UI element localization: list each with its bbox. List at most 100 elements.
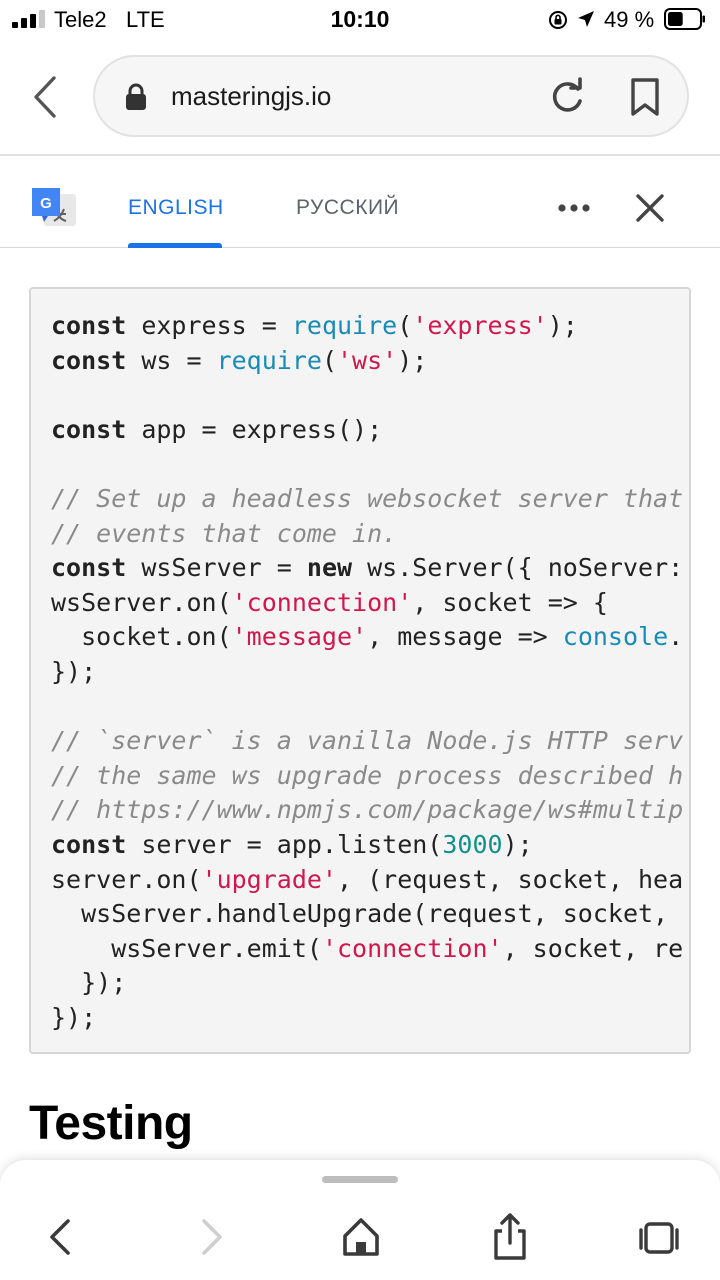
- code-string: 'connection': [321, 933, 503, 963]
- battery-percent: 49 %: [604, 7, 655, 32]
- rotation-lock-icon: [549, 11, 567, 29]
- code-line: const server = app.listen(3000);: [51, 828, 683, 863]
- code-line: socket.on('message', message => console.: [51, 620, 683, 655]
- network-type: LTE: [126, 7, 165, 32]
- code-text: );: [397, 345, 428, 375]
- code-comment: // Set up a headless websocket server th…: [51, 483, 684, 513]
- url-text[interactable]: masteringjs.io: [171, 81, 332, 111]
- status-time: 10:10: [330, 6, 390, 32]
- code-line: const wsServer = new ws.Server({ noServe…: [51, 551, 683, 586]
- code-comment: // `server` is a vanilla Node.js HTTP se…: [51, 726, 684, 756]
- code-function: require: [216, 345, 322, 375]
- code-line: // `server` is a vanilla Node.js HTTP se…: [51, 724, 683, 759]
- code-text: (: [397, 311, 413, 340]
- code-line: const app = express();: [51, 413, 683, 448]
- code-keyword: const: [51, 414, 127, 444]
- code-text: app = express();: [126, 414, 383, 444]
- browser-back-chevron-icon[interactable]: [26, 74, 66, 120]
- code-line: });: [51, 966, 683, 1001]
- code-line: server.on('upgrade', (request, socket, h…: [51, 863, 683, 898]
- code-line: const express = require('express');: [51, 309, 683, 344]
- code-text: wsServer.on(: [51, 587, 232, 617]
- google-translate-icon: G: [32, 188, 76, 226]
- code-text: wsServer.handleUpgrade(request, socket,: [51, 899, 669, 929]
- code-line: });: [51, 655, 683, 690]
- code-text: });: [51, 1002, 97, 1032]
- code-line: wsServer.on('connection', socket => {: [51, 586, 683, 621]
- section-heading: Testing: [29, 1097, 193, 1150]
- code-text: ws =: [126, 345, 217, 375]
- code-text: wsServer =: [126, 553, 307, 583]
- code-function: console: [562, 622, 669, 652]
- code-text: });: [51, 968, 127, 998]
- bookmark-icon[interactable]: [627, 77, 663, 117]
- code-keyword: const: [51, 345, 127, 375]
- lock-icon: [126, 83, 146, 110]
- code-string: 'ws': [337, 345, 398, 375]
- tab-english[interactable]: ENGLISH: [128, 196, 224, 219]
- code-text: server = app.listen(: [126, 829, 443, 859]
- code-text: });: [51, 656, 97, 686]
- address-bar[interactable]: masteringjs.io: [93, 55, 689, 137]
- code-text: , message =>: [367, 622, 563, 652]
- code-text: );: [547, 311, 578, 340]
- code-text: server.on(: [51, 864, 202, 894]
- code-text: , socket, re: [502, 933, 684, 963]
- close-icon[interactable]: [634, 192, 666, 224]
- code-line: // https://www.npmjs.com/package/ws#mult…: [51, 793, 683, 828]
- carrier-name: Tele2: [54, 7, 107, 32]
- code-text: .: [668, 622, 684, 652]
- code-text: wsServer.emit(: [51, 933, 322, 963]
- code-line: // the same ws upgrade process described…: [51, 759, 683, 794]
- bottom-toolbar: [0, 1160, 720, 1280]
- code-line: wsServer.emit('connection', socket, re: [51, 932, 683, 967]
- tab-russian[interactable]: РУССКИЙ: [296, 196, 400, 219]
- forward-icon[interactable]: [186, 1212, 236, 1262]
- code-function: require: [291, 311, 398, 340]
- status-bar: Tele2 LTE 10:10 49 %: [0, 0, 720, 40]
- code-keyword: const: [51, 829, 127, 859]
- code-comment: // https://www.npmjs.com/package/ws#mult…: [51, 795, 684, 825]
- code-string: 'connection': [231, 587, 413, 617]
- selected-tab-indicator: [128, 243, 222, 248]
- code-line: });: [51, 1001, 683, 1036]
- code-text: socket.on(: [51, 622, 232, 652]
- sheet-grabber[interactable]: [322, 1176, 398, 1183]
- code-line: // Set up a headless websocket server th…: [51, 482, 683, 517]
- translate-bar: G ENGLISH РУССКИЙ: [0, 156, 720, 248]
- code-text: (: [321, 345, 337, 375]
- code-text: ws.Server({ noServer:: [352, 553, 684, 583]
- code-string: 'message': [231, 622, 368, 652]
- code-block: const express = require('express');const…: [29, 287, 691, 1054]
- cellular-signal-icon: [12, 10, 48, 28]
- code-line: // events that come in.: [51, 517, 683, 552]
- reload-icon[interactable]: [547, 77, 587, 117]
- location-arrow-icon: [578, 11, 594, 27]
- code-number: 3000: [442, 829, 503, 859]
- address-bar-divider: [0, 154, 720, 156]
- code-line: [51, 447, 683, 482]
- share-icon[interactable]: [485, 1212, 535, 1262]
- code-text: , (request, socket, hea: [336, 864, 684, 894]
- svg-text:G: G: [40, 195, 52, 212]
- more-options-icon[interactable]: [556, 196, 592, 220]
- code-line: const ws = require('ws');: [51, 344, 683, 379]
- code-text: );: [502, 829, 533, 859]
- back-icon[interactable]: [36, 1212, 86, 1262]
- code-text: express =: [126, 311, 292, 340]
- code-string: 'upgrade': [201, 864, 337, 894]
- code-keyword: const: [51, 311, 127, 340]
- code-keyword: const: [51, 553, 127, 583]
- code-line: [51, 690, 683, 725]
- code-line: wsServer.handleUpgrade(request, socket,: [51, 897, 683, 932]
- battery-icon: [664, 8, 705, 30]
- home-icon[interactable]: [336, 1212, 386, 1262]
- code-keyword: new: [306, 553, 353, 583]
- code-lines: const express = require('express');const…: [51, 309, 683, 1035]
- code-comment: // events that come in.: [51, 518, 398, 548]
- tabs-icon[interactable]: [634, 1212, 684, 1262]
- code-comment: // the same ws upgrade process described…: [51, 760, 684, 790]
- code-string: 'express': [412, 311, 548, 340]
- code-line: [51, 378, 683, 413]
- code-text: , socket => {: [412, 587, 608, 617]
